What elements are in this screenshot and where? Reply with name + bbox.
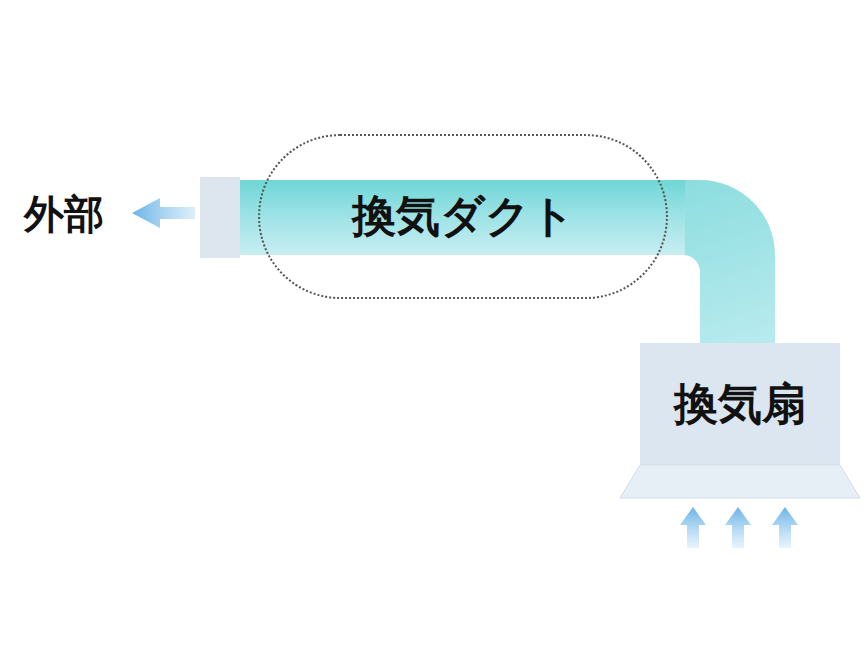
node-text: 換気扇 <box>674 380 806 428</box>
fan-hood <box>620 465 860 498</box>
outside-label: 外部 <box>24 192 104 236</box>
intake-arrows <box>680 507 798 548</box>
duct-straight <box>240 180 685 255</box>
node-text: 換気ダクト <box>352 192 575 240</box>
exhaust-arrow <box>132 198 195 228</box>
fan-housing <box>640 343 840 465</box>
fan-box: 換気扇 <box>640 343 840 465</box>
duct-outlet-cap <box>200 177 240 258</box>
duct-elbow <box>240 180 775 345</box>
duct-callout-outline: 換気ダクト <box>258 134 668 299</box>
